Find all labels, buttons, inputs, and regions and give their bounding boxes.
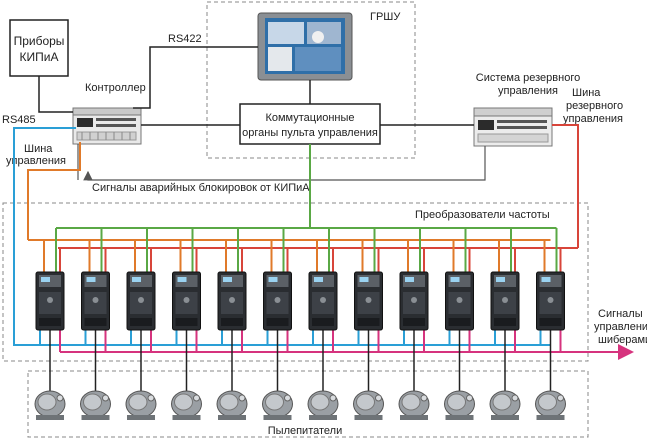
backup-controller-icon xyxy=(473,107,553,147)
dust-feeders xyxy=(34,390,566,420)
dust-feeders-label: Пылепитатели xyxy=(268,425,342,437)
rs422-label: RS422 xyxy=(168,33,202,45)
damper-signals-label-line3: шиберами xyxy=(598,334,647,346)
backup-bus-label-line1: Шина xyxy=(572,87,601,99)
rs485-label: RS485 xyxy=(2,114,36,126)
rs485-bus-line xyxy=(13,258,551,346)
drive-bus-lines xyxy=(13,227,634,392)
controller-label: Контроллер xyxy=(85,82,146,94)
grshu-label: ГРШУ xyxy=(370,11,401,23)
dust-feeder-motor-icon xyxy=(353,390,384,420)
switching-label-line2: органы пульта управления xyxy=(242,127,378,139)
dust-feeder-motor-icon xyxy=(80,390,111,420)
switching-label-line1: Коммутационные xyxy=(265,112,354,124)
frequency-converters xyxy=(35,271,565,331)
kipia-label-line2: КИПиА xyxy=(20,50,59,64)
backup-bus-trunk xyxy=(552,124,579,248)
frequency-converter xyxy=(354,271,383,331)
kipia-box xyxy=(9,19,69,77)
backup-system-label-line2: управления xyxy=(498,85,558,97)
touch-panel-icon xyxy=(257,12,353,81)
converters-label: Преобразователи частоты xyxy=(415,209,550,221)
frequency-converter xyxy=(445,271,474,331)
dust-feeder-motor-icon xyxy=(489,390,521,420)
dust-feeder-motor-icon xyxy=(307,390,339,420)
dust-feeder-motor-icon xyxy=(171,390,202,420)
converters-group-border xyxy=(2,202,589,362)
damper-signals-label-line1: Сигналы xyxy=(598,308,643,320)
backup-bus-label-line2: резервного xyxy=(566,100,623,112)
frequency-converter xyxy=(172,271,201,331)
emergency-signals-label: Сигналы аварийных блокировок от КИПиА xyxy=(92,182,310,194)
rs485-trunk xyxy=(13,127,76,258)
control-bus-trunk xyxy=(27,142,81,240)
control-bus-label-line2: управления xyxy=(6,155,66,167)
frequency-converter xyxy=(35,271,65,331)
damper-signals-label-line2: управления xyxy=(594,321,647,333)
dust-feeder-motor-icon xyxy=(125,390,157,420)
frequency-converter xyxy=(490,271,520,331)
controller-icon xyxy=(72,107,142,145)
feeders-group-border xyxy=(27,370,589,438)
frequency-converter xyxy=(81,271,110,331)
dust-feeder-motor-icon xyxy=(444,390,475,420)
frequency-converter xyxy=(308,271,338,331)
frequency-converter xyxy=(126,271,156,331)
control-bus-label-line1: Шина xyxy=(24,143,53,155)
frequency-converter xyxy=(399,271,429,331)
dust-feeder-motor-icon xyxy=(216,390,248,420)
dust-feeder-motor-icon xyxy=(262,390,293,420)
dust-feeder-motor-icon xyxy=(34,390,66,420)
frequency-converter xyxy=(217,271,247,331)
upper-signal-lines xyxy=(38,46,474,126)
backup-system-label-line1: Система резервного xyxy=(476,72,580,84)
backup-bus-label-line3: управления xyxy=(563,113,623,125)
dust-feeder-motor-icon xyxy=(398,390,430,420)
frequency-converter xyxy=(536,271,565,331)
dust-feeder-motor-icon xyxy=(535,390,566,420)
kipia-label-line1: Приборы xyxy=(14,34,65,48)
emergency-signal-line xyxy=(83,146,486,181)
frequency-converter xyxy=(263,271,292,331)
